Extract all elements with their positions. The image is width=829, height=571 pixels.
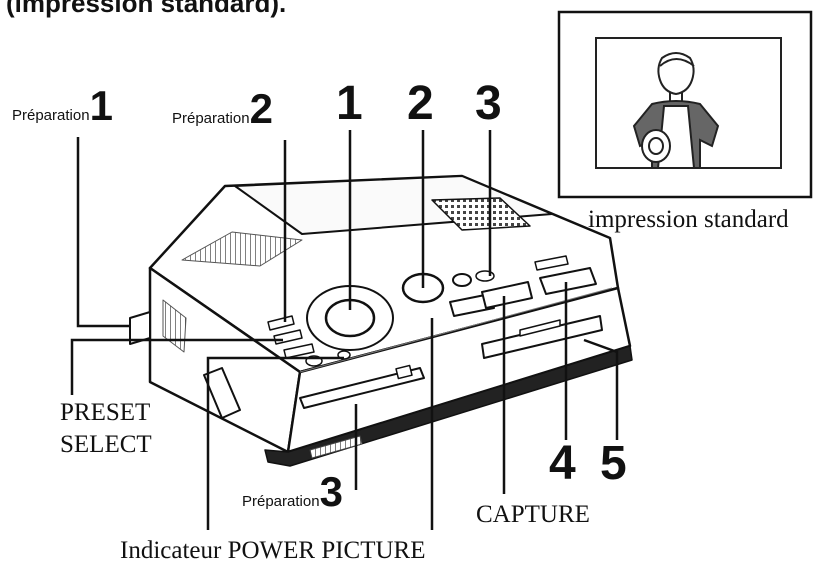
prep-3-label: Préparation3 (242, 471, 343, 513)
inset-frame (557, 10, 813, 199)
preset-label-line1: PRESET (60, 399, 151, 426)
step-4-number: 4 (549, 437, 576, 490)
prep-1-number: 1 (89, 82, 113, 129)
prep-2-word: Préparation (172, 110, 250, 127)
prep-2-label: Préparation2 (172, 88, 273, 130)
leader-lines (70, 130, 619, 530)
prep-1-word: Préparation (12, 107, 90, 124)
prep-1-label: Préparation1 (12, 85, 113, 127)
person-sketch (632, 52, 720, 169)
power-picture-label: Indicateur POWER PICTURE (120, 537, 426, 564)
step-3-number: 3 (475, 77, 502, 130)
page-heading: (impression standard). (6, 0, 287, 18)
prep-3-word: Préparation (242, 493, 320, 510)
step-5-number: 5 (600, 437, 627, 490)
step-1-number: 1 (336, 77, 363, 130)
preset-label-line2: SELECT (60, 431, 152, 458)
capture-label: CAPTURE (476, 501, 590, 528)
step-2-number: 2 (407, 77, 434, 130)
inset-caption: impression standard (588, 206, 789, 233)
prep-3-number: 3 (319, 468, 343, 515)
prep-2-number: 2 (249, 85, 273, 132)
printer-body (129, 174, 633, 467)
